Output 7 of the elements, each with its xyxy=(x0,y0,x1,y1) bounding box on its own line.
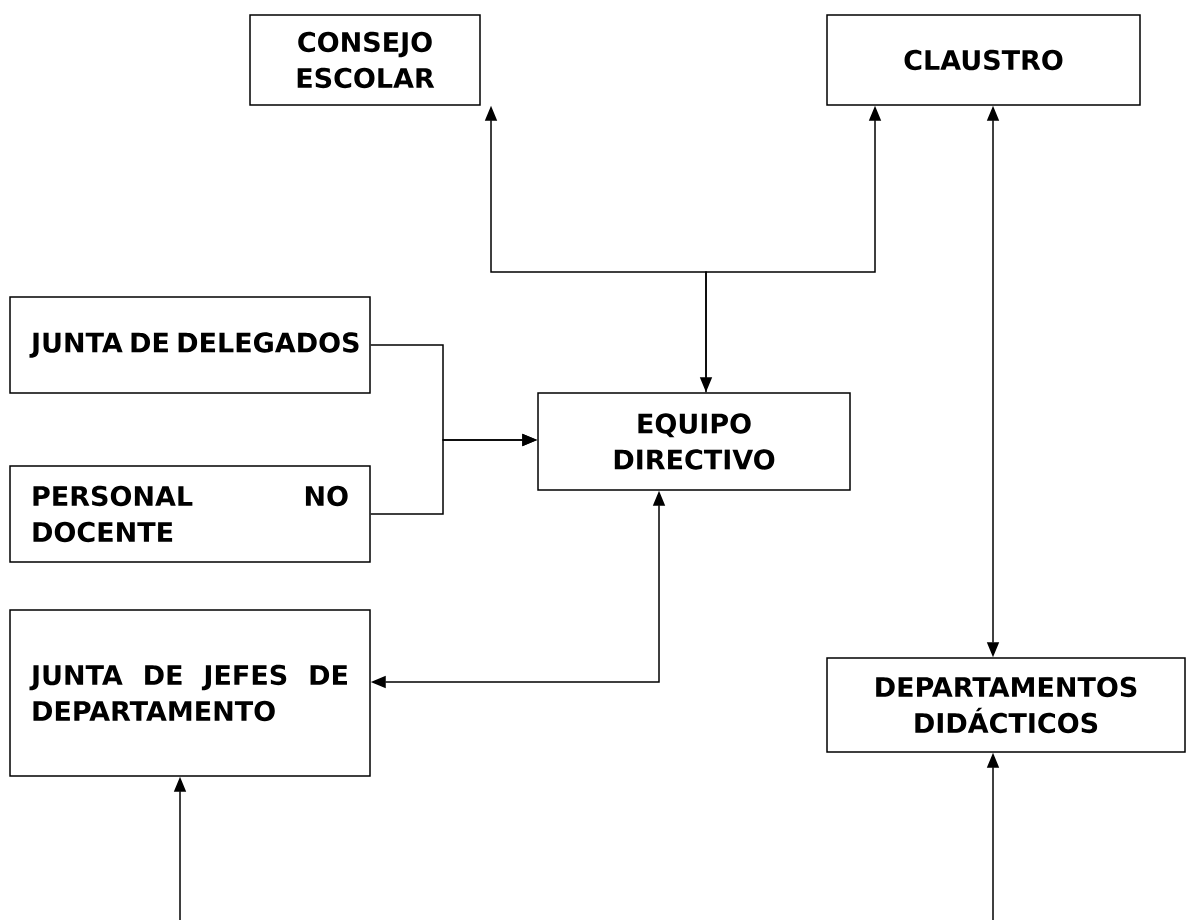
process-box: JUNTA DE JEFES DE DEPARTAMENTO xyxy=(9,609,371,777)
process-box: EQUIPO DIRECTIVO xyxy=(537,392,851,491)
process-box: PERSONAL NO DOCENTE xyxy=(9,465,371,563)
process-box: JUNTA DE DELEGADOS xyxy=(9,296,371,394)
process-box: DEPARTAMENTOS DIDÁCTICOS xyxy=(826,657,1186,753)
process-box: CONSEJO ESCOLAR xyxy=(249,14,481,106)
process-box: CLAUSTRO xyxy=(826,14,1141,106)
